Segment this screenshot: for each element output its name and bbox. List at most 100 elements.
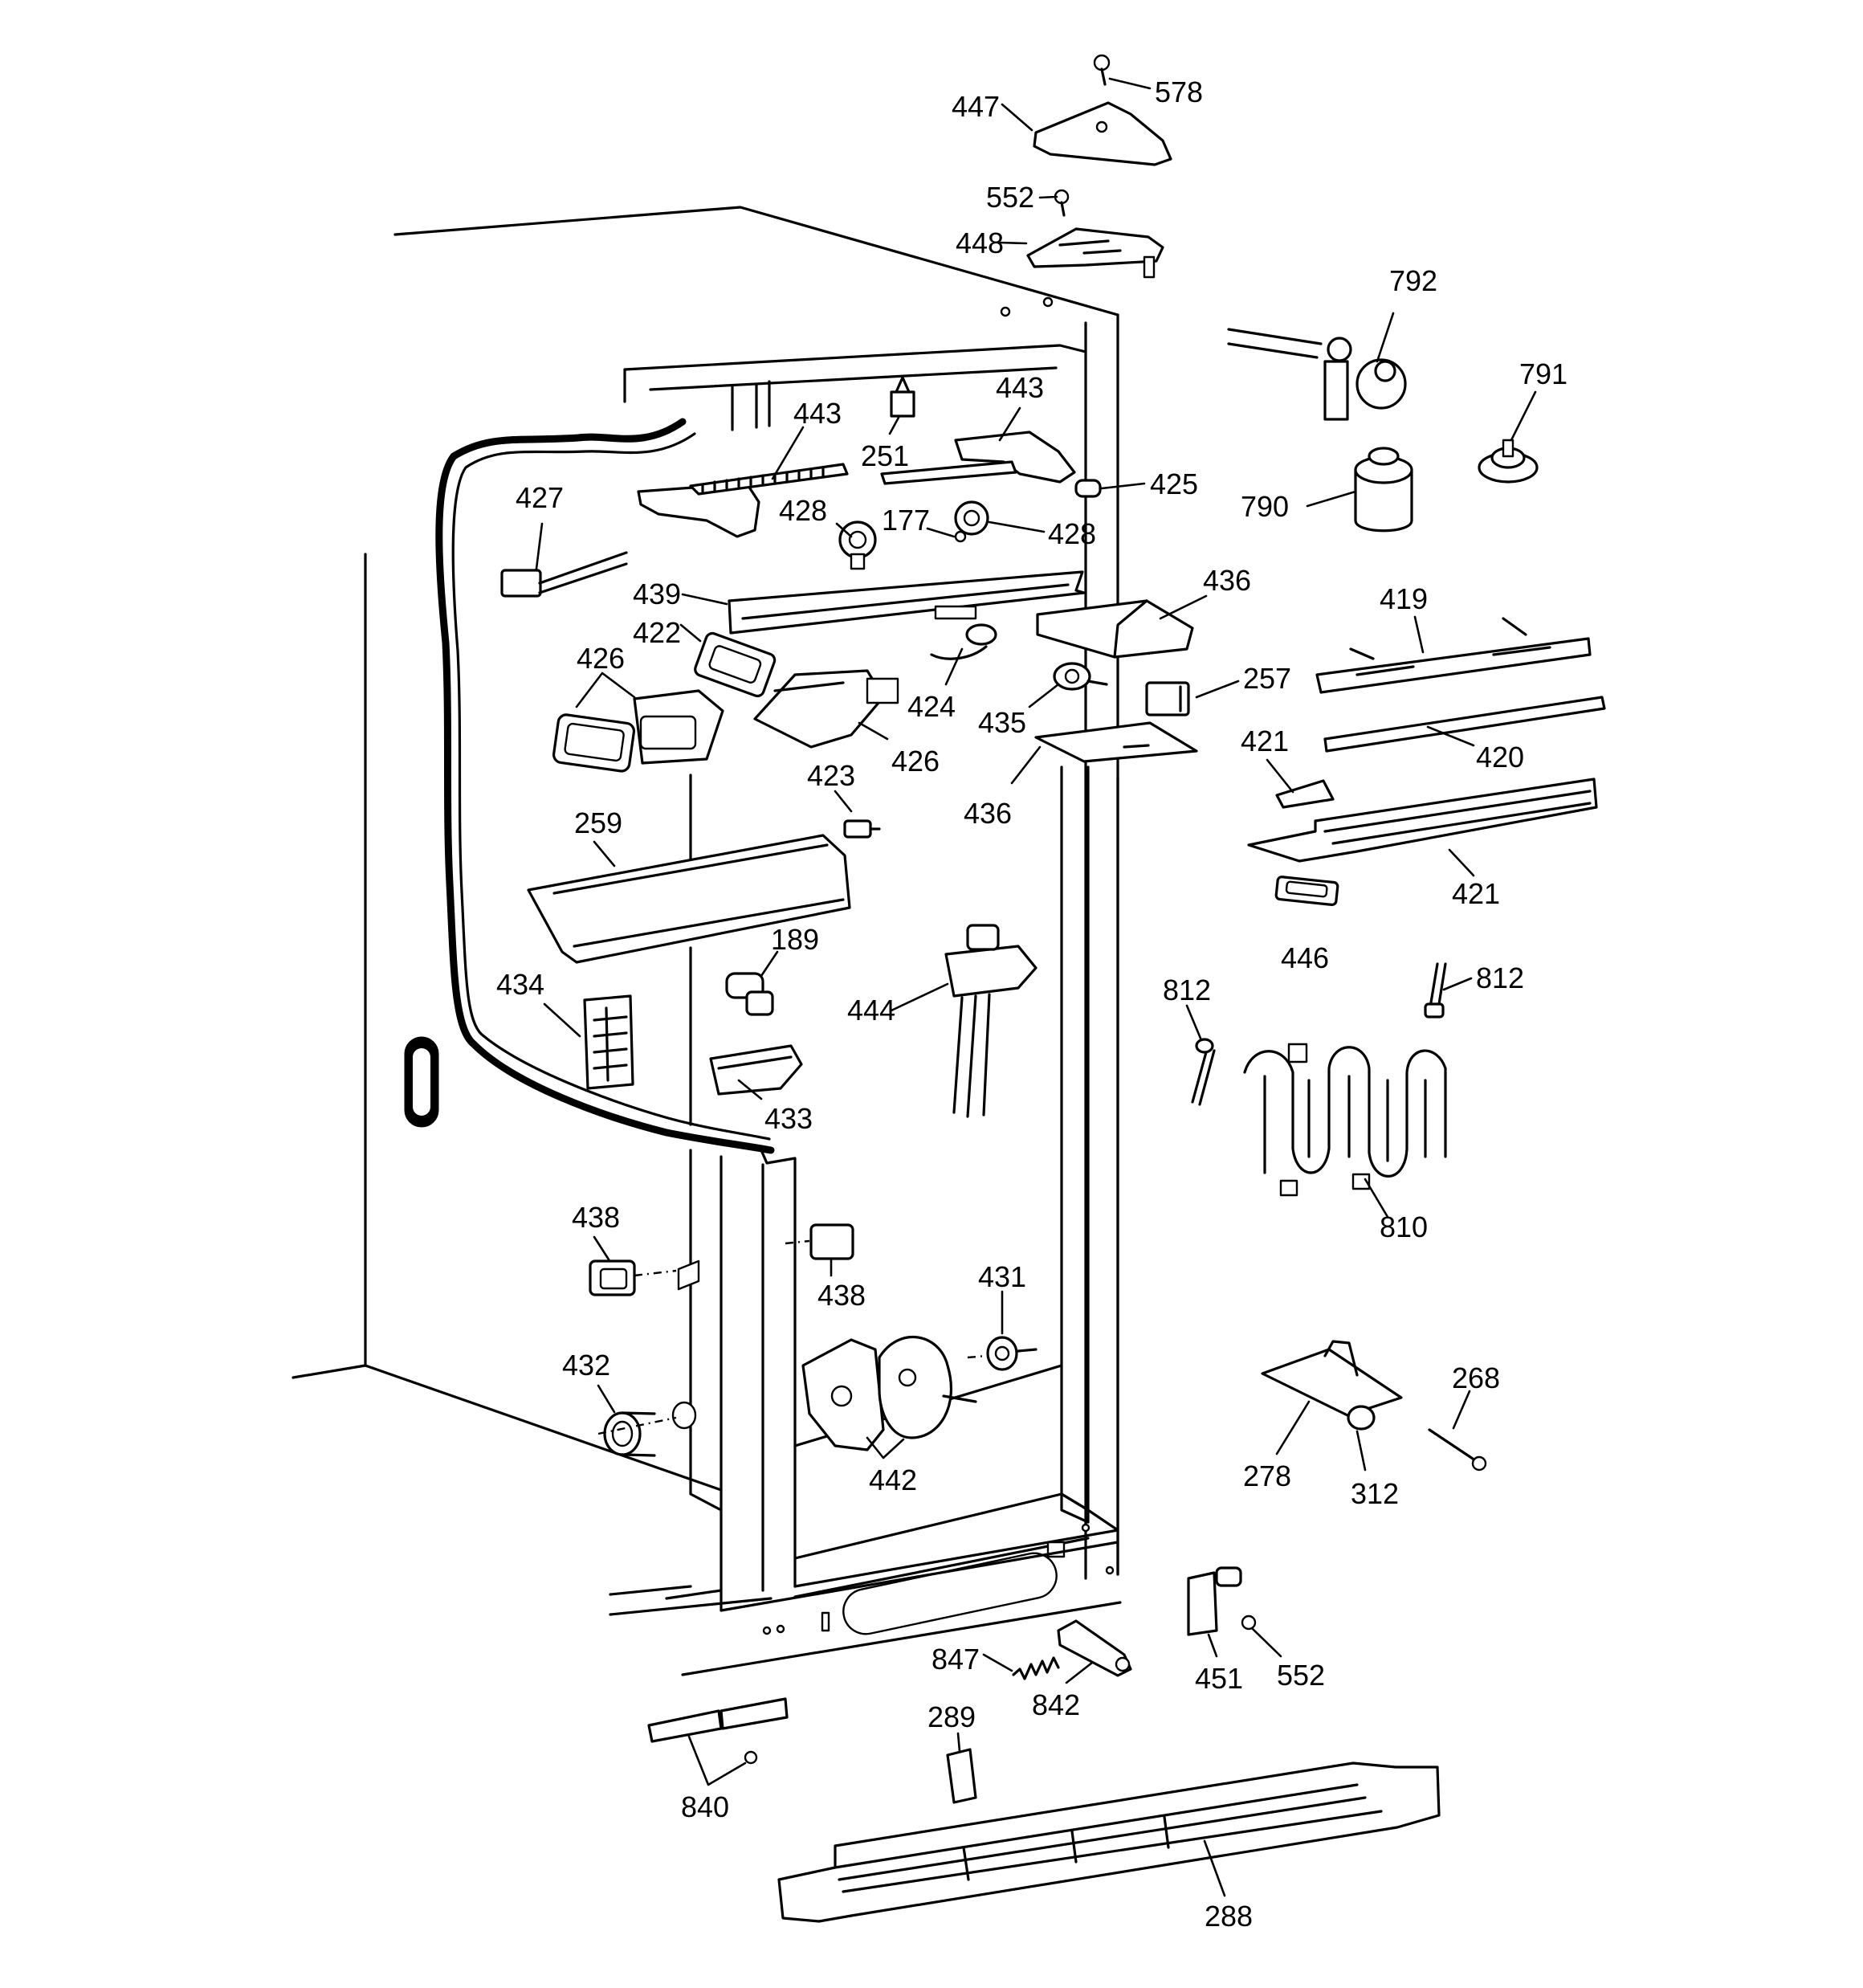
callout-578: 578 [1155,76,1203,108]
part-421-clip [1275,779,1335,809]
callout-288: 288 [1205,1900,1253,1933]
part-420-strip [1323,696,1606,753]
part-433-bracket [709,1044,803,1096]
callout-552-bottom: 552 [1277,1659,1325,1692]
part-438-damper-left [589,1259,700,1296]
callout-439: 439 [633,578,681,610]
callout-451: 451 [1195,1662,1243,1695]
refrigerator-cabinet [291,206,1122,1676]
part-426-duct-gasket [552,713,636,773]
callout-812-right: 812 [1476,961,1524,994]
callout-426-right: 426 [891,745,940,778]
callout-278: 278 [1243,1459,1291,1492]
callout-840: 840 [681,1790,729,1823]
callout-427: 427 [516,481,564,514]
callout-420: 420 [1476,741,1524,774]
part-427-connector [500,551,628,598]
callout-labels: 578 447 552 448 792 791 790 443 443 251 … [496,76,1567,1933]
part-792-water-valve [1227,328,1407,421]
part-552-screw-bottom [1241,1614,1257,1631]
part-428-gear-left [838,520,877,570]
part-435-damper-knob [1053,662,1108,691]
callout-438-left: 438 [572,1201,620,1234]
part-289-clip [946,1748,977,1804]
part-847-spring [1012,1656,1060,1680]
callout-447: 447 [952,90,1000,123]
callout-432: 432 [562,1349,610,1382]
part-268-screw [1428,1428,1487,1472]
callout-433: 433 [764,1102,813,1135]
part-442-fan-motor [801,1335,977,1451]
part-278-bracket [1261,1340,1403,1417]
callout-251: 251 [861,439,909,472]
part-447-hinge-cover [1033,101,1172,166]
callout-428-right: 428 [1048,517,1096,550]
callout-438-right: 438 [817,1279,866,1312]
callout-442: 442 [869,1463,917,1496]
callout-436-top: 436 [1203,564,1251,597]
callout-259: 259 [574,806,622,839]
callout-428-left: 428 [779,494,827,527]
callout-268: 268 [1452,1361,1500,1394]
part-424-thermostat-bulb [930,623,997,660]
part-425-pin [1074,479,1102,498]
part-439-control-plate [728,570,1086,635]
callout-436-bottom: 436 [964,797,1012,830]
part-423-fitting [843,819,881,839]
part-448-hinge [1026,227,1164,279]
callout-423: 423 [807,759,855,792]
part-810-heater [1243,1043,1447,1197]
part-259-cover [527,834,851,964]
part-812-tube-left [1191,1038,1216,1106]
callout-847: 847 [932,1643,980,1676]
part-428-gear-right [954,500,989,536]
part-436-cover [1034,721,1198,763]
part-431-bushing [967,1336,1037,1371]
callout-312: 312 [1351,1477,1399,1510]
callout-448: 448 [956,227,1004,259]
part-432-ring [597,1401,697,1457]
callout-189: 189 [771,923,819,956]
callout-421-bottom: 421 [1452,877,1500,910]
part-443-damper-bracket-right [880,431,1076,485]
callout-810: 810 [1380,1210,1428,1243]
part-436-control-housing [1036,599,1194,659]
part-443-damper-bracket-left [637,463,849,538]
callout-257: 257 [1243,662,1291,695]
part-552-screw-top [1054,189,1070,217]
callout-812-left: 812 [1163,974,1211,1006]
callout-791: 791 [1519,357,1567,390]
callout-842: 842 [1032,1688,1080,1721]
callout-446: 446 [1281,941,1329,974]
callout-431: 431 [978,1260,1026,1293]
callout-790: 790 [1241,490,1289,523]
part-812-tube-right [1424,962,1447,1018]
part-446-pad [1274,876,1339,907]
part-421-housing [1247,778,1598,863]
callout-424: 424 [907,690,956,723]
callout-421-top: 421 [1241,725,1289,757]
part-177-screw [954,530,967,543]
part-426-duct [633,689,724,805]
callout-leaders [535,77,1537,1897]
callout-426-left: 426 [577,642,625,675]
part-842-lever [1057,1619,1132,1677]
part-426-damper-assembly [753,669,899,749]
callout-552: 552 [986,181,1034,214]
part-578-screw [1093,54,1111,86]
part-189-elbow [725,972,774,1016]
callout-444: 444 [847,994,895,1027]
part-444-thermostat [944,924,1037,1118]
part-434-grille [583,994,634,1090]
callout-434: 434 [496,968,544,1001]
callout-435: 435 [978,706,1026,739]
part-257-switch [1145,681,1190,716]
callout-419: 419 [1380,582,1428,615]
part-312-roller [1347,1405,1376,1431]
part-840-stops [647,1697,789,1765]
part-251-clip [890,376,915,418]
callout-425: 425 [1150,467,1198,500]
part-791-knob [1478,439,1539,484]
part-790-filter [1354,447,1413,533]
